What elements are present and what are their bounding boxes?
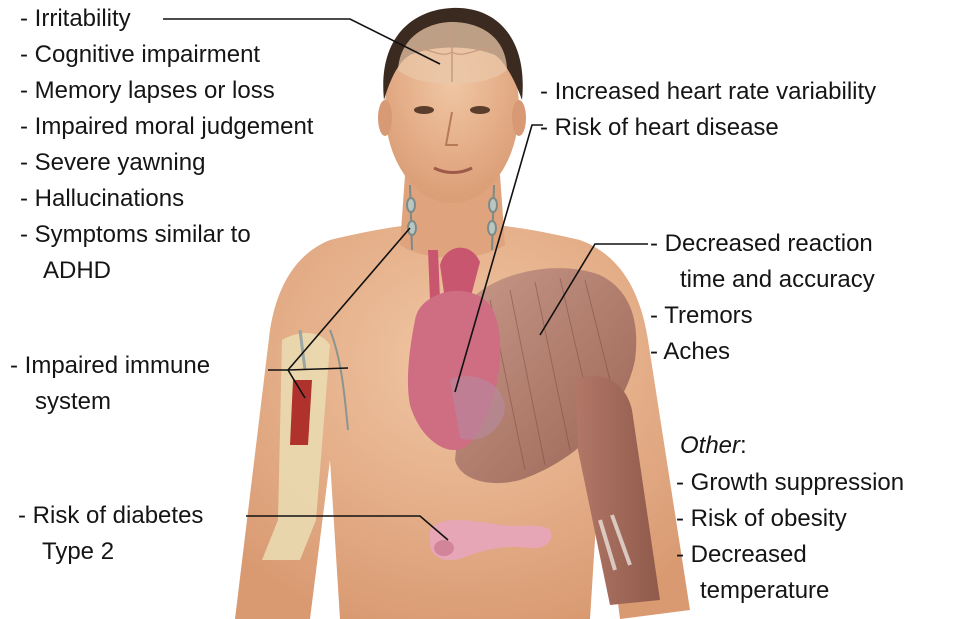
label-memory-lapses: - Memory lapses or loss [20, 73, 275, 109]
label-tremors: - Tremors [650, 298, 753, 334]
other-heading-text: Other [680, 432, 740, 459]
label-moral-judgement: - Impaired moral judgement [20, 109, 313, 145]
label-aches: - Aches [650, 334, 730, 370]
label-hallucinations: - Hallucinations [20, 181, 184, 217]
label-adhd-symptoms: - Symptoms similar to [20, 217, 251, 253]
label-type-2: Type 2 [42, 534, 114, 570]
label-temperature: temperature [700, 573, 829, 609]
label-risk-of-diabetes: - Risk of diabetes [18, 498, 203, 534]
label-heart-disease: - Risk of heart disease [540, 110, 779, 146]
label-heart-rate-variability: - Increased heart rate variability [540, 74, 876, 110]
label-impaired-immune: - Impaired immune [10, 348, 210, 384]
label-time-accuracy: time and accuracy [680, 262, 875, 298]
other-heading: Other: [680, 428, 747, 464]
label-risk-of-obesity: - Risk of obesity [676, 501, 847, 537]
label-growth-suppression: - Growth suppression [676, 465, 904, 501]
label-decreased: - Decreased [676, 537, 807, 573]
label-decreased-reaction: - Decreased reaction [650, 226, 873, 262]
label-system: system [35, 384, 111, 420]
label-severe-yawning: - Severe yawning [20, 145, 205, 181]
label-cognitive-impairment: - Cognitive impairment [20, 37, 260, 73]
label-irritability: - Irritability [20, 1, 131, 37]
label-adhd: ADHD [43, 253, 111, 289]
other-heading-colon: : [740, 432, 747, 459]
